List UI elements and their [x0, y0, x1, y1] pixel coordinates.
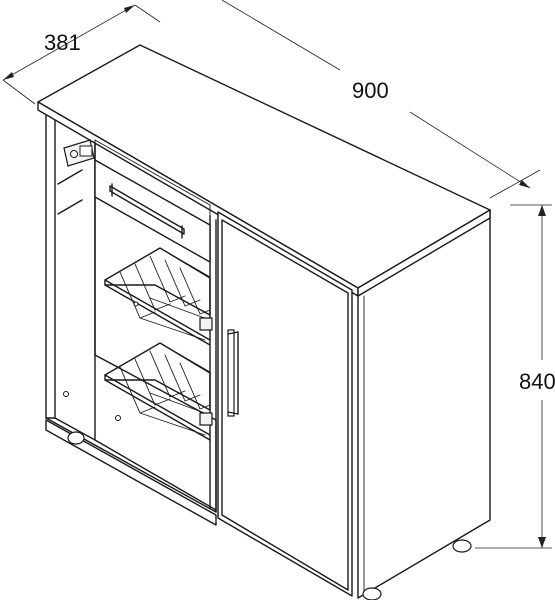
hook-bracket-icon	[57, 139, 95, 215]
wire-basket-upper	[104, 247, 213, 346]
door-handle-icon[interactable]	[227, 329, 239, 417]
depth-dimension	[2, 4, 161, 105]
depth-dimension-label: 381	[44, 30, 81, 55]
castor-wheel-back-right	[452, 539, 472, 553]
height-dimension	[475, 204, 552, 549]
width-dimension-label: 900	[352, 78, 389, 103]
wire-basket-lower	[104, 342, 213, 441]
castor-wheel-front-right	[362, 587, 382, 600]
cabinet	[37, 44, 491, 600]
castor-wheel-front-left	[67, 431, 85, 445]
width-dimension	[221, 0, 541, 199]
drawer-handle[interactable]	[109, 183, 185, 239]
plinth	[45, 419, 217, 526]
height-dimension-label: 840	[519, 369, 555, 394]
